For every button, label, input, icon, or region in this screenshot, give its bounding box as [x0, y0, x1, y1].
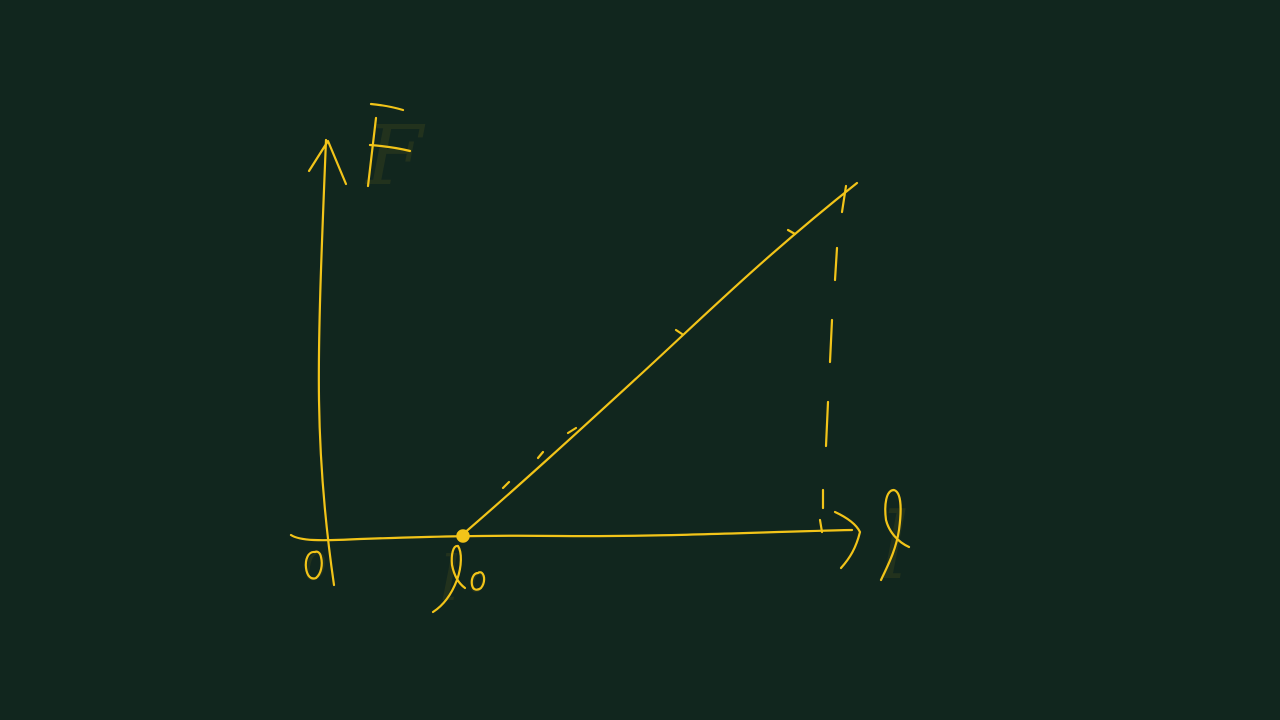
line-tick	[566, 426, 578, 435]
dashed-line-segment	[824, 400, 830, 448]
x-axis-line	[289, 528, 854, 542]
line-tick	[786, 228, 797, 236]
x-axis-letter-glyph	[879, 488, 911, 582]
arrow-up-icon	[307, 139, 348, 186]
x-axis-label: l	[880, 493, 909, 600]
dashed-line-segment	[818, 518, 824, 534]
dashed-line-segment	[828, 318, 834, 364]
dashed-line-segment	[840, 184, 848, 214]
y-axis-letter-glyph	[366, 102, 412, 188]
line-tick	[501, 480, 511, 490]
origin-glyph	[304, 550, 323, 580]
l0-point-marker	[456, 529, 470, 543]
line-tick	[674, 328, 684, 336]
origin-label: 0	[304, 548, 327, 589]
l0-label-base: l	[440, 542, 460, 615]
label-layer: F l 0 l 0	[304, 109, 909, 615]
hand-drawn-graph	[289, 102, 911, 614]
line-tick	[536, 450, 545, 460]
l0-glyph	[431, 544, 486, 614]
l0-label-subscript: 0	[470, 570, 485, 598]
y-axis-line	[317, 138, 336, 587]
dashed-line-segment	[833, 246, 839, 282]
graph-line	[460, 181, 859, 537]
y-axis-label: F	[364, 109, 426, 204]
arrow-right-icon	[833, 510, 862, 570]
